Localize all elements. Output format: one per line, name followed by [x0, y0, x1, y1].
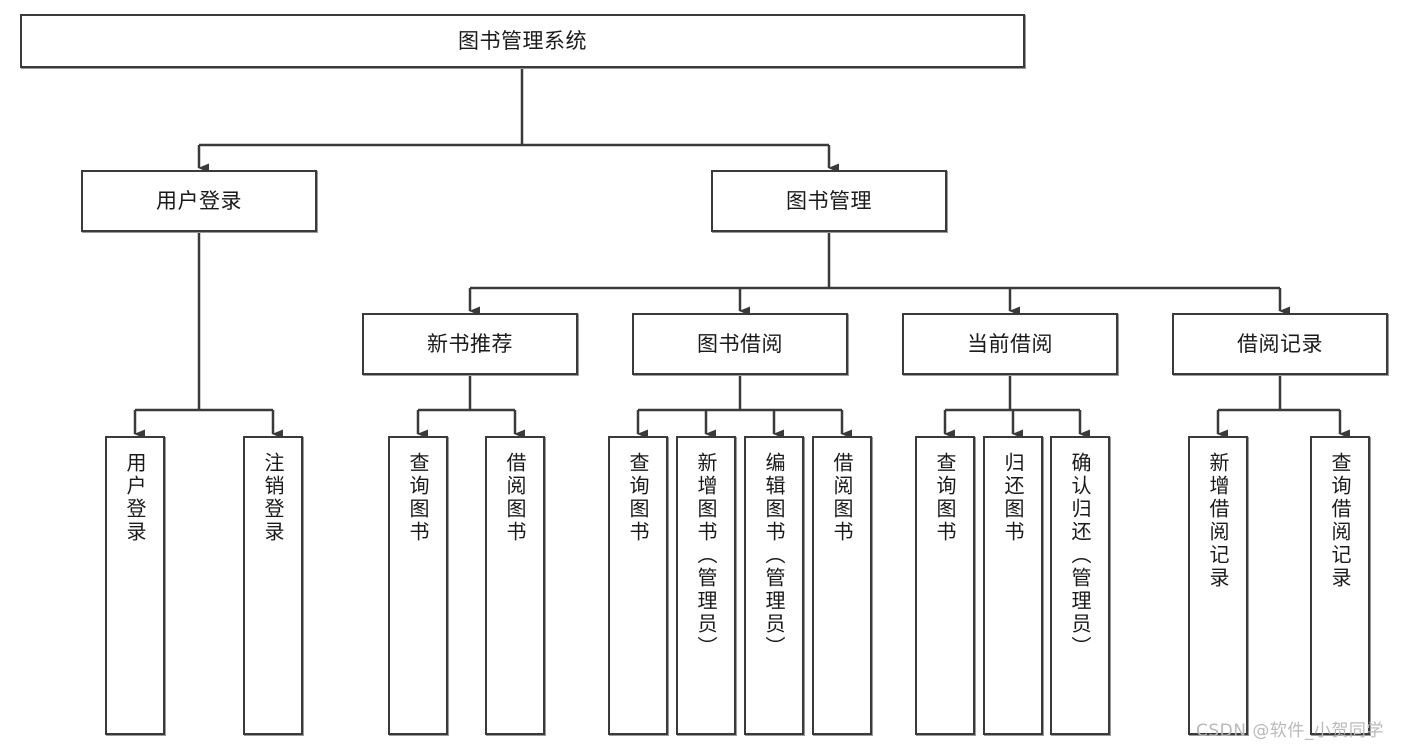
node-label: 归还图书 [1001, 452, 1025, 544]
node-label: 借阅图书 [830, 452, 854, 544]
node-label: 查询图书 [933, 452, 957, 544]
node-label: 查询借阅记录 [1328, 452, 1352, 590]
node-label: 用户登录 [156, 188, 242, 213]
node-label: 用户登录 [123, 452, 147, 544]
node-user-login[interactable]: 用户登录 [81, 170, 317, 232]
node-label: 借阅记录 [1237, 331, 1323, 356]
node-label: 图书管理 [786, 188, 872, 213]
node-label: 图书管理系统 [458, 28, 587, 53]
node-leaf-add-record[interactable]: 新增借阅记录 [1188, 436, 1248, 735]
node-label: 编辑图书（管理员） [762, 452, 786, 659]
node-borrow-record[interactable]: 借阅记录 [1172, 313, 1388, 375]
node-label: 查询图书 [406, 452, 430, 544]
node-leaf-user-logout[interactable]: 注销登录 [243, 436, 303, 735]
node-leaf-query-book-cur[interactable]: 查询图书 [915, 436, 975, 735]
node-leaf-edit-book[interactable]: 编辑图书（管理员） [744, 436, 804, 735]
node-leaf-borrow-book[interactable]: 借阅图书 [812, 436, 872, 735]
node-label: 新增图书（管理员） [694, 452, 718, 659]
connector-lines [133, 68, 1350, 439]
node-root[interactable]: 图书管理系统 [20, 14, 1025, 68]
node-leaf-confirm-return[interactable]: 确认归还（管理员） [1050, 436, 1110, 735]
node-book-manage[interactable]: 图书管理 [711, 170, 947, 232]
node-leaf-return-book[interactable]: 归还图书 [983, 436, 1043, 735]
node-leaf-borrow-book-rec[interactable]: 借阅图书 [485, 436, 545, 735]
node-leaf-query-book-rec[interactable]: 查询图书 [388, 436, 448, 735]
node-leaf-add-book[interactable]: 新增图书（管理员） [676, 436, 736, 735]
node-label: 当前借阅 [967, 331, 1053, 356]
node-label: 注销登录 [261, 452, 285, 544]
node-current-borrow[interactable]: 当前借阅 [902, 313, 1118, 375]
node-leaf-user-login[interactable]: 用户登录 [105, 436, 165, 735]
node-new-book-rec[interactable]: 新书推荐 [362, 313, 578, 375]
node-label: 查询图书 [626, 452, 650, 544]
node-label: 借阅图书 [503, 452, 527, 544]
node-book-borrow[interactable]: 图书借阅 [632, 313, 848, 375]
node-label: 新书推荐 [427, 331, 513, 356]
node-label: 确认归还（管理员） [1068, 452, 1092, 659]
node-leaf-query-book[interactable]: 查询图书 [608, 436, 668, 735]
node-leaf-query-record[interactable]: 查询借阅记录 [1310, 436, 1370, 735]
node-label: 新增借阅记录 [1206, 452, 1230, 590]
node-label: 图书借阅 [697, 331, 783, 356]
